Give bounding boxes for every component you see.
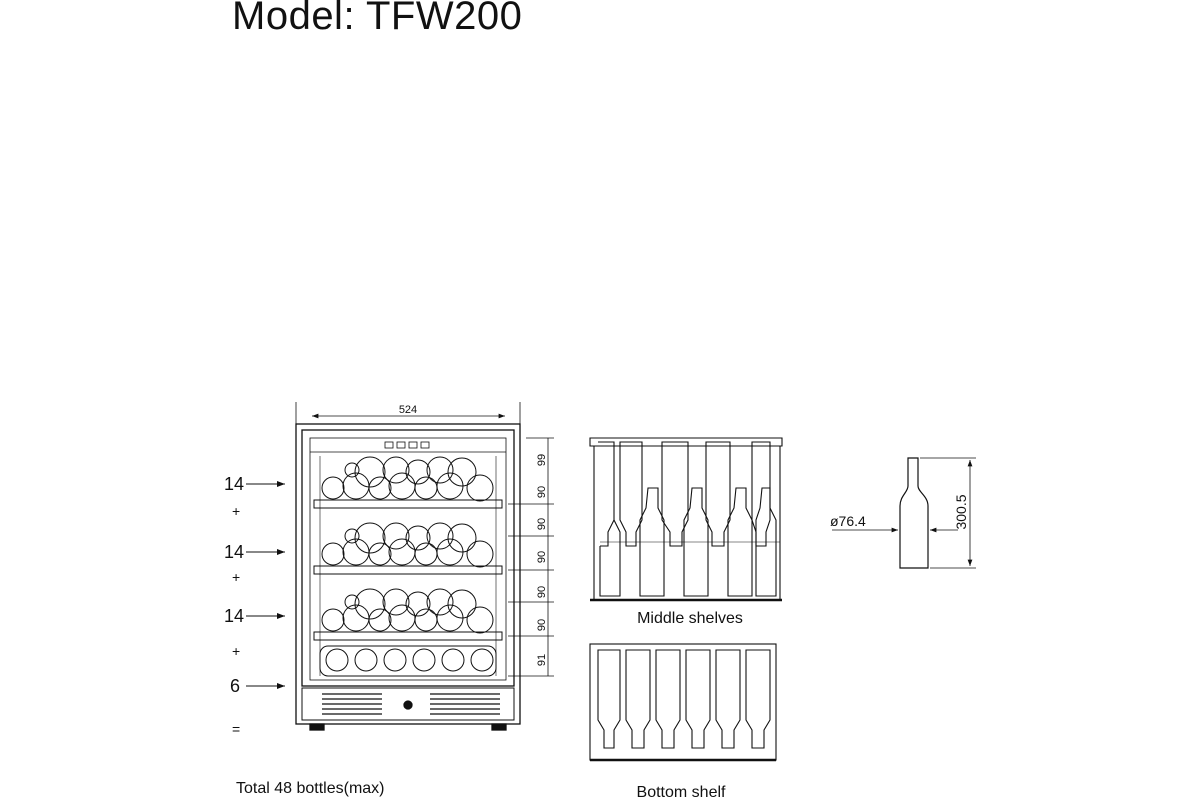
capacity-count: 14: [224, 474, 244, 494]
shelf-height-label: 90: [536, 486, 548, 498]
capacity-breakdown: 14 + 14 + 14 + 6 =: [224, 474, 285, 737]
capacity-count: 6: [230, 676, 240, 696]
capacity-count: 14: [224, 606, 244, 626]
cabinet-front-view: [295, 402, 554, 731]
model-title: Model: TFW200: [232, 0, 523, 38]
shelf-height-label: 90: [536, 551, 548, 563]
capacity-operator: +: [232, 643, 240, 659]
bottle-diameter-label: ø76.4: [830, 513, 866, 529]
shelf-height-label: 90: [536, 518, 548, 530]
total-capacity-label: Total 48 bottles(max): [236, 780, 385, 797]
bottom-shelf-caption: Bottom shelf: [637, 784, 726, 800]
bottle-height-label: 300.5: [953, 494, 969, 529]
capacity-operator: +: [232, 503, 240, 519]
middle-shelves-caption: Middle shelves: [637, 610, 743, 627]
capacity-operator: +: [232, 569, 240, 585]
capacity-count: 14: [224, 542, 244, 562]
width-dimension-label: 524: [399, 404, 417, 416]
bottom-shelf-drawing: [589, 643, 777, 762]
shelf-height-label: 91: [536, 654, 548, 666]
capacity-operator: =: [232, 721, 240, 737]
shelf-height-label: 99: [536, 454, 548, 466]
shelf-height-label: 90: [536, 619, 548, 631]
shelf-height-label: 90: [536, 586, 548, 598]
shelf-height-labels: 99 90 90 90 90 90 91: [536, 454, 548, 666]
bottle-drawing: [832, 457, 976, 569]
middle-shelf-drawing: [589, 437, 783, 602]
